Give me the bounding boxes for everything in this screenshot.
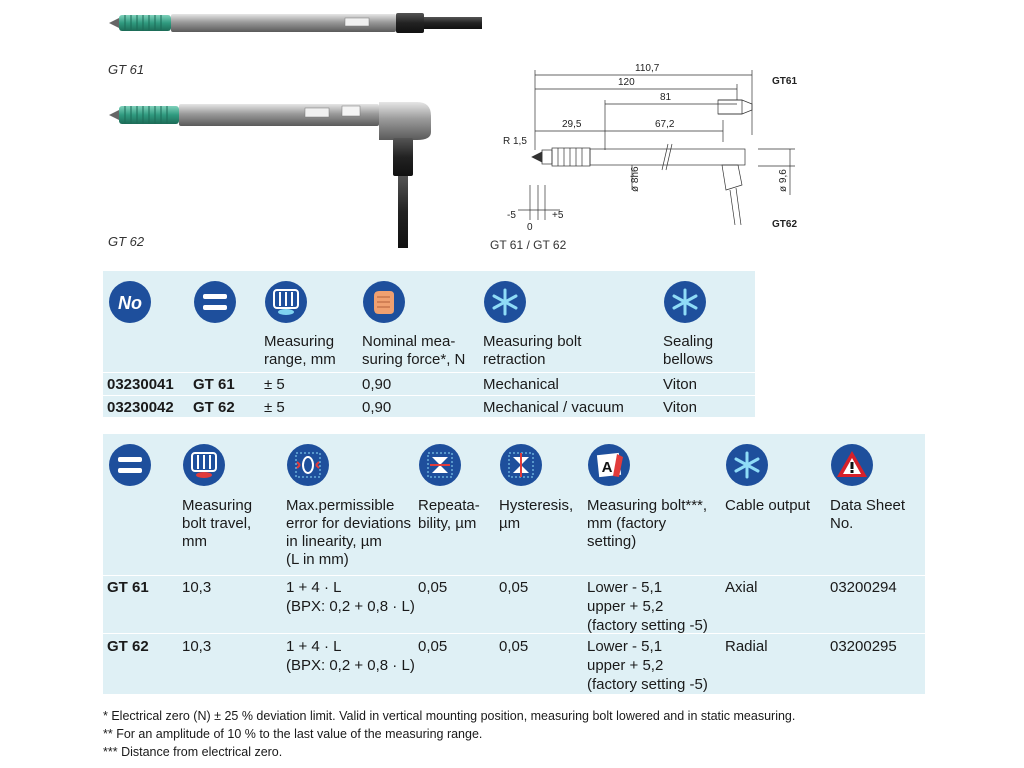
dim-8h6: ø 8h6 (630, 166, 641, 192)
model: GT 62 (107, 638, 149, 655)
bolt-retraction: Mechanical / vacuum (483, 399, 624, 416)
order-number: 03230042 (107, 399, 174, 416)
bolt-travel-icon (183, 444, 225, 486)
svg-text:A: A (602, 459, 613, 476)
header-measuring-force: Nominal mea-suring force*, N (362, 333, 466, 368)
data-sheet-no: 03200294 (830, 579, 897, 596)
dimension-drawing: 110,7 120 81 29,5 67,2 R 1,5 ø 8h6 ø 9,6… (503, 63, 797, 233)
gt61-caption: GT 61 (108, 62, 145, 77)
measuring-force-icon (363, 281, 405, 323)
data-sheet-no: 03200295 (830, 638, 897, 655)
bolt-retraction-icon (484, 281, 526, 323)
dim-81: 81 (660, 92, 672, 103)
footnote: ** For an amplitude of 10 % to the last … (103, 727, 483, 741)
gt62-product-image (109, 102, 431, 248)
measuring-bolt-icon: A (588, 444, 630, 486)
equals-icon (109, 444, 151, 486)
hysteresis: 0,05 (499, 579, 529, 596)
label-gt62: GT62 (772, 219, 797, 230)
sealing-bellows: Viton (663, 376, 697, 393)
repeatability: 0,05 (418, 638, 448, 655)
measuring-force: 0,90 (362, 399, 392, 416)
dim-120: 120 (618, 77, 635, 88)
dim-r15: R 1,5 (503, 136, 527, 147)
repeatability-icon (419, 444, 461, 486)
model: GT 61 (193, 376, 235, 393)
sealing-bellows-icon (664, 281, 706, 323)
equals-icon (194, 281, 236, 323)
gt62-caption: GT 62 (108, 234, 145, 249)
measuring-range-icon (265, 281, 307, 323)
bolt-travel: 10,3 (182, 638, 212, 655)
bolt-retraction: Mechanical (483, 376, 559, 393)
hysteresis-icon (500, 444, 542, 486)
sealing-bellows: Viton (663, 399, 697, 416)
order-number: 03230041 (107, 376, 174, 393)
hysteresis: 0,05 (499, 638, 529, 655)
linearity-error: 1 + 4 · L(BPX: 0,2 + 0,8 · L) (286, 638, 415, 674)
header-hysteresis: Hysteresis,µm (499, 497, 574, 532)
svg-text:No: No (118, 293, 142, 313)
number-icon: No (109, 281, 151, 323)
tol-minus: -5 (507, 210, 516, 221)
linearity-error: 1 + 4 · L(BPX: 0,2 + 0,8 · L) (286, 579, 415, 615)
measuring-range: ± 5 (264, 399, 285, 416)
model: GT 62 (193, 399, 235, 416)
measuring-range: ± 5 (264, 376, 285, 393)
repeatability: 0,05 (418, 579, 448, 596)
model: GT 61 (107, 579, 149, 596)
dim-295: 29,5 (562, 119, 582, 130)
dim-672: 67,2 (655, 119, 675, 130)
dim-1107: 110,7 (635, 63, 660, 74)
tol-zero: 0 (527, 222, 533, 233)
tol-plus: +5 (552, 210, 564, 221)
warning-icon (831, 444, 873, 486)
cable-output-icon (726, 444, 768, 486)
measuring-force: 0,90 (362, 376, 392, 393)
footnote: *** Distance from electrical zero. (103, 745, 283, 759)
header-cable-output: Cable output (725, 497, 811, 514)
label-gt61: GT61 (772, 76, 797, 87)
bolt-travel: 10,3 (182, 579, 212, 596)
cable-output: Axial (725, 579, 758, 596)
cable-output: Radial (725, 638, 768, 655)
drawing-caption: GT 61 / GT 62 (490, 238, 567, 252)
header-repeatability: Repeata-bility, µm (418, 497, 480, 532)
footnote: * Electrical zero (N) ± 25 % deviation l… (103, 709, 796, 723)
dim-96: ø 9,6 (778, 169, 789, 192)
gt61-product-image (109, 13, 482, 33)
linearity-error-icon (287, 444, 329, 486)
